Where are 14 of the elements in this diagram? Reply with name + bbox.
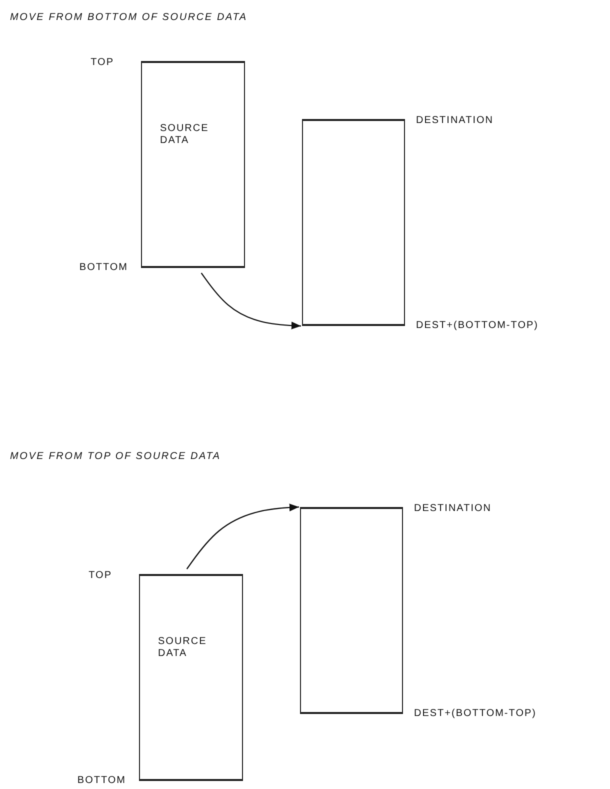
block-label: SOURCE DATA: [160, 123, 210, 147]
section-heading: MOVE FROM BOTTOM OF SOURCE DATA: [10, 12, 248, 23]
start-address-label: DESTINATION: [414, 503, 492, 515]
start-address-label: TOP: [90, 57, 114, 69]
start-address-label: TOP: [88, 570, 112, 582]
section-heading: MOVE FROM TOP OF SOURCE DATA: [10, 451, 221, 462]
end-address-label: BOTTOM: [77, 775, 126, 787]
move-arrow: [186, 504, 300, 570]
end-address-label: DEST+(BOTTOM-TOP): [414, 708, 536, 720]
end-address-label: DEST+(BOTTOM-TOP): [416, 320, 538, 332]
move-arrow: [200, 272, 302, 330]
start-address-label: DESTINATION: [416, 115, 494, 127]
block-label: SOURCE DATA: [158, 636, 208, 660]
end-address-label: BOTTOM: [79, 262, 128, 274]
